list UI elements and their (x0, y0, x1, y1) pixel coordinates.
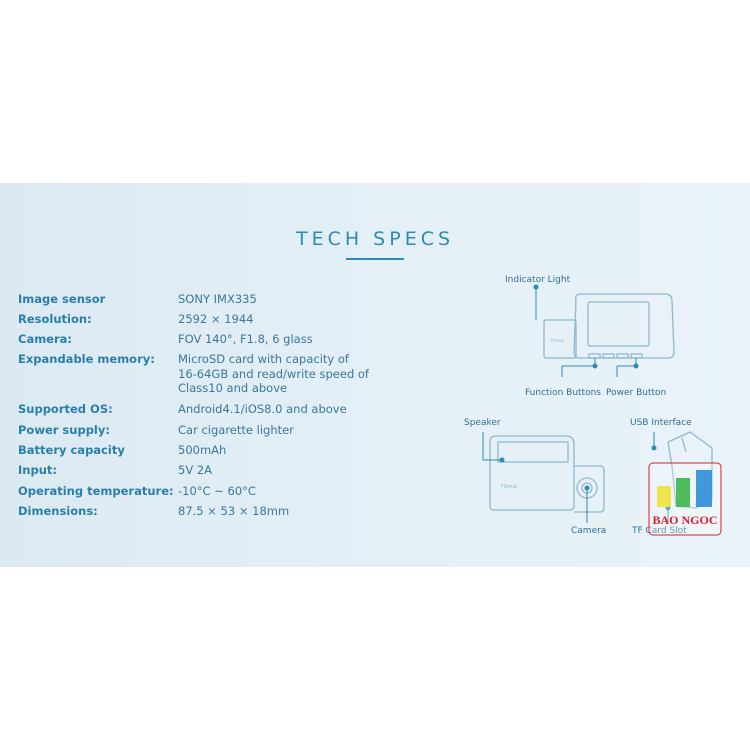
spec-label-camera: Camera: (18, 332, 73, 346)
spec-value-battery-capacity: 500mAh (178, 443, 227, 457)
spec-label-operating-temperature: Operating temperature: (18, 484, 174, 498)
label-camera: Camera (571, 526, 607, 536)
power-button-shape (630, 353, 643, 359)
spec-label-input: Input: (18, 463, 57, 477)
spec-value-camera: FOV 140°, F1.8, 6 glass (178, 332, 313, 346)
spec-label-supported-os: Supported OS: (18, 402, 113, 416)
spec-label-image-sensor: Image sensor (18, 292, 106, 306)
rear-view-screen (587, 301, 650, 347)
function-button-2 (602, 353, 615, 359)
label-indicator-light: Indicator Light (505, 275, 571, 285)
spec-label-battery-capacity: Battery capacity (18, 443, 125, 457)
label-usb-interface: USB Interface (630, 418, 692, 428)
dashcam-diagram: 70mai 70mai (482, 284, 713, 523)
front-view-top-ridge (497, 441, 569, 463)
spec-value-supported-os: Android4.1/iOS8.0 and above (178, 402, 347, 416)
spec-value-expandable-memory: MicroSD card with capacity of 16-64GB an… (178, 352, 369, 395)
label-tf-card-slot: TF Card Slot (632, 526, 687, 536)
page-title: TECH SPECS (295, 228, 455, 250)
bao-ngoc-watermark-logo: BAO NGOC (648, 462, 722, 536)
label-power-button: Power Button (606, 388, 667, 398)
rear-brand-text: 70mai (550, 338, 564, 344)
label-function-buttons: Function Buttons (525, 388, 601, 398)
specs-banner (0, 183, 750, 567)
spec-value-power-supply: Car cigarette lighter (178, 423, 294, 437)
spec-value-dimensions: 87.5 × 53 × 18mm (178, 504, 290, 518)
label-speaker: Speaker (464, 418, 501, 428)
rear-view-body (573, 293, 675, 359)
spec-value-image-sensor: SONY IMX335 (178, 292, 257, 306)
spec-label-dimensions: Dimensions: (18, 504, 98, 518)
front-view-body (489, 435, 575, 511)
function-button-1 (588, 353, 601, 359)
title-underline (346, 258, 404, 260)
front-brand-text: 70mai (500, 484, 518, 490)
spec-label-power-supply: Power supply: (18, 423, 110, 437)
spec-value-input: 5V 2A (178, 463, 213, 477)
function-button-3 (616, 353, 629, 359)
spec-value-operating-temperature: -10°C ~ 60°C (178, 484, 256, 498)
rear-view-mount (543, 319, 577, 359)
spec-value-resolution: 2592 × 1944 (178, 312, 254, 326)
spec-label-expandable-memory: Expandable memory: (18, 352, 155, 366)
front-view-lens-housing (574, 465, 605, 513)
spec-label-resolution: Resolution: (18, 312, 92, 326)
svg-text:BAO NGOC: BAO NGOC (652, 513, 717, 527)
